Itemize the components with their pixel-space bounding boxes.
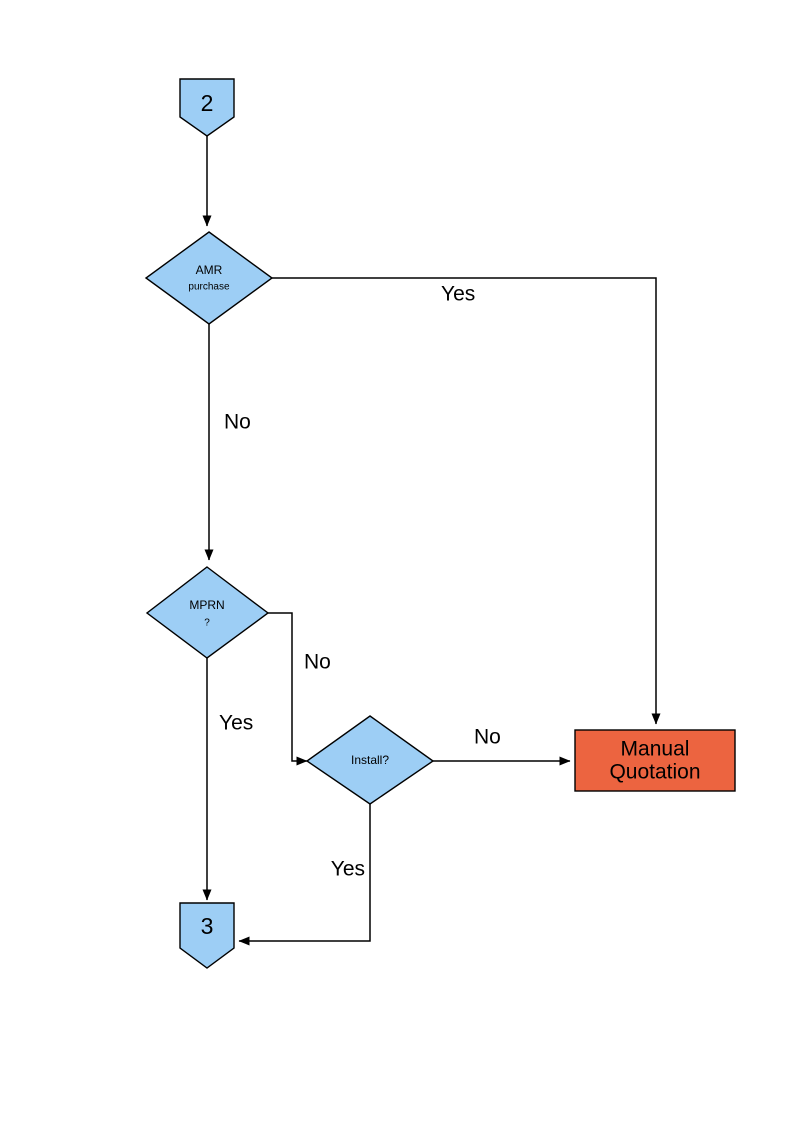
node-label-amr-line2: purchase bbox=[188, 282, 230, 293]
edge-label-yes-amr: Yes bbox=[441, 283, 475, 306]
edge-install-no-to-manual-quotation: No bbox=[433, 726, 571, 766]
node-decision-amr-purchase[interactable]: AMR purchase bbox=[144, 231, 274, 325]
edge-label-yes-install: Yes bbox=[331, 858, 365, 881]
node-decision-install[interactable]: Install? bbox=[305, 715, 435, 805]
node-label-start-2: 2 bbox=[201, 90, 214, 116]
edge-install-yes-to-end3: Yes bbox=[238, 804, 371, 946]
edge-amr-no-to-mprn: No bbox=[204, 324, 251, 561]
edge-line bbox=[238, 804, 371, 946]
edge-label-no-amr: No bbox=[224, 411, 251, 434]
node-label-mprn-line2: ? bbox=[204, 618, 210, 629]
edge-line bbox=[272, 277, 661, 725]
edge-label-no-mprn: No bbox=[304, 651, 331, 674]
node-label-install: Install? bbox=[351, 753, 389, 767]
diamond-shape bbox=[144, 231, 274, 325]
node-process-manual-quotation[interactable]: Manual Quotation bbox=[574, 729, 736, 792]
node-label-manual-quotation-line2: Quotation bbox=[609, 761, 700, 784]
pentagon-shape bbox=[179, 902, 235, 969]
edge-mprn-yes-to-end3: Yes bbox=[202, 658, 253, 901]
node-connector-end-3[interactable]: 3 bbox=[179, 902, 235, 969]
rectangle-shape bbox=[574, 729, 736, 792]
diamond-shape bbox=[145, 566, 270, 659]
edge-label-no-install: No bbox=[474, 726, 501, 749]
node-label-end-3: 3 bbox=[201, 913, 214, 939]
edge-line bbox=[268, 612, 308, 766]
edge-mprn-no-to-install: No bbox=[268, 612, 331, 766]
pentagon-shape bbox=[179, 78, 235, 137]
node-decision-mprn[interactable]: MPRN ? bbox=[145, 566, 270, 659]
edge-label-yes-mprn: Yes bbox=[219, 712, 253, 735]
node-label-mprn-line1: MPRN bbox=[189, 598, 224, 612]
diamond-shape bbox=[305, 715, 435, 805]
node-connector-start-2[interactable]: 2 bbox=[179, 78, 235, 137]
node-label-manual-quotation-line1: Manual bbox=[621, 738, 690, 761]
edge-amr-yes-to-manual-quotation: Yes bbox=[272, 277, 661, 725]
node-label-amr-line1: AMR bbox=[196, 263, 223, 277]
